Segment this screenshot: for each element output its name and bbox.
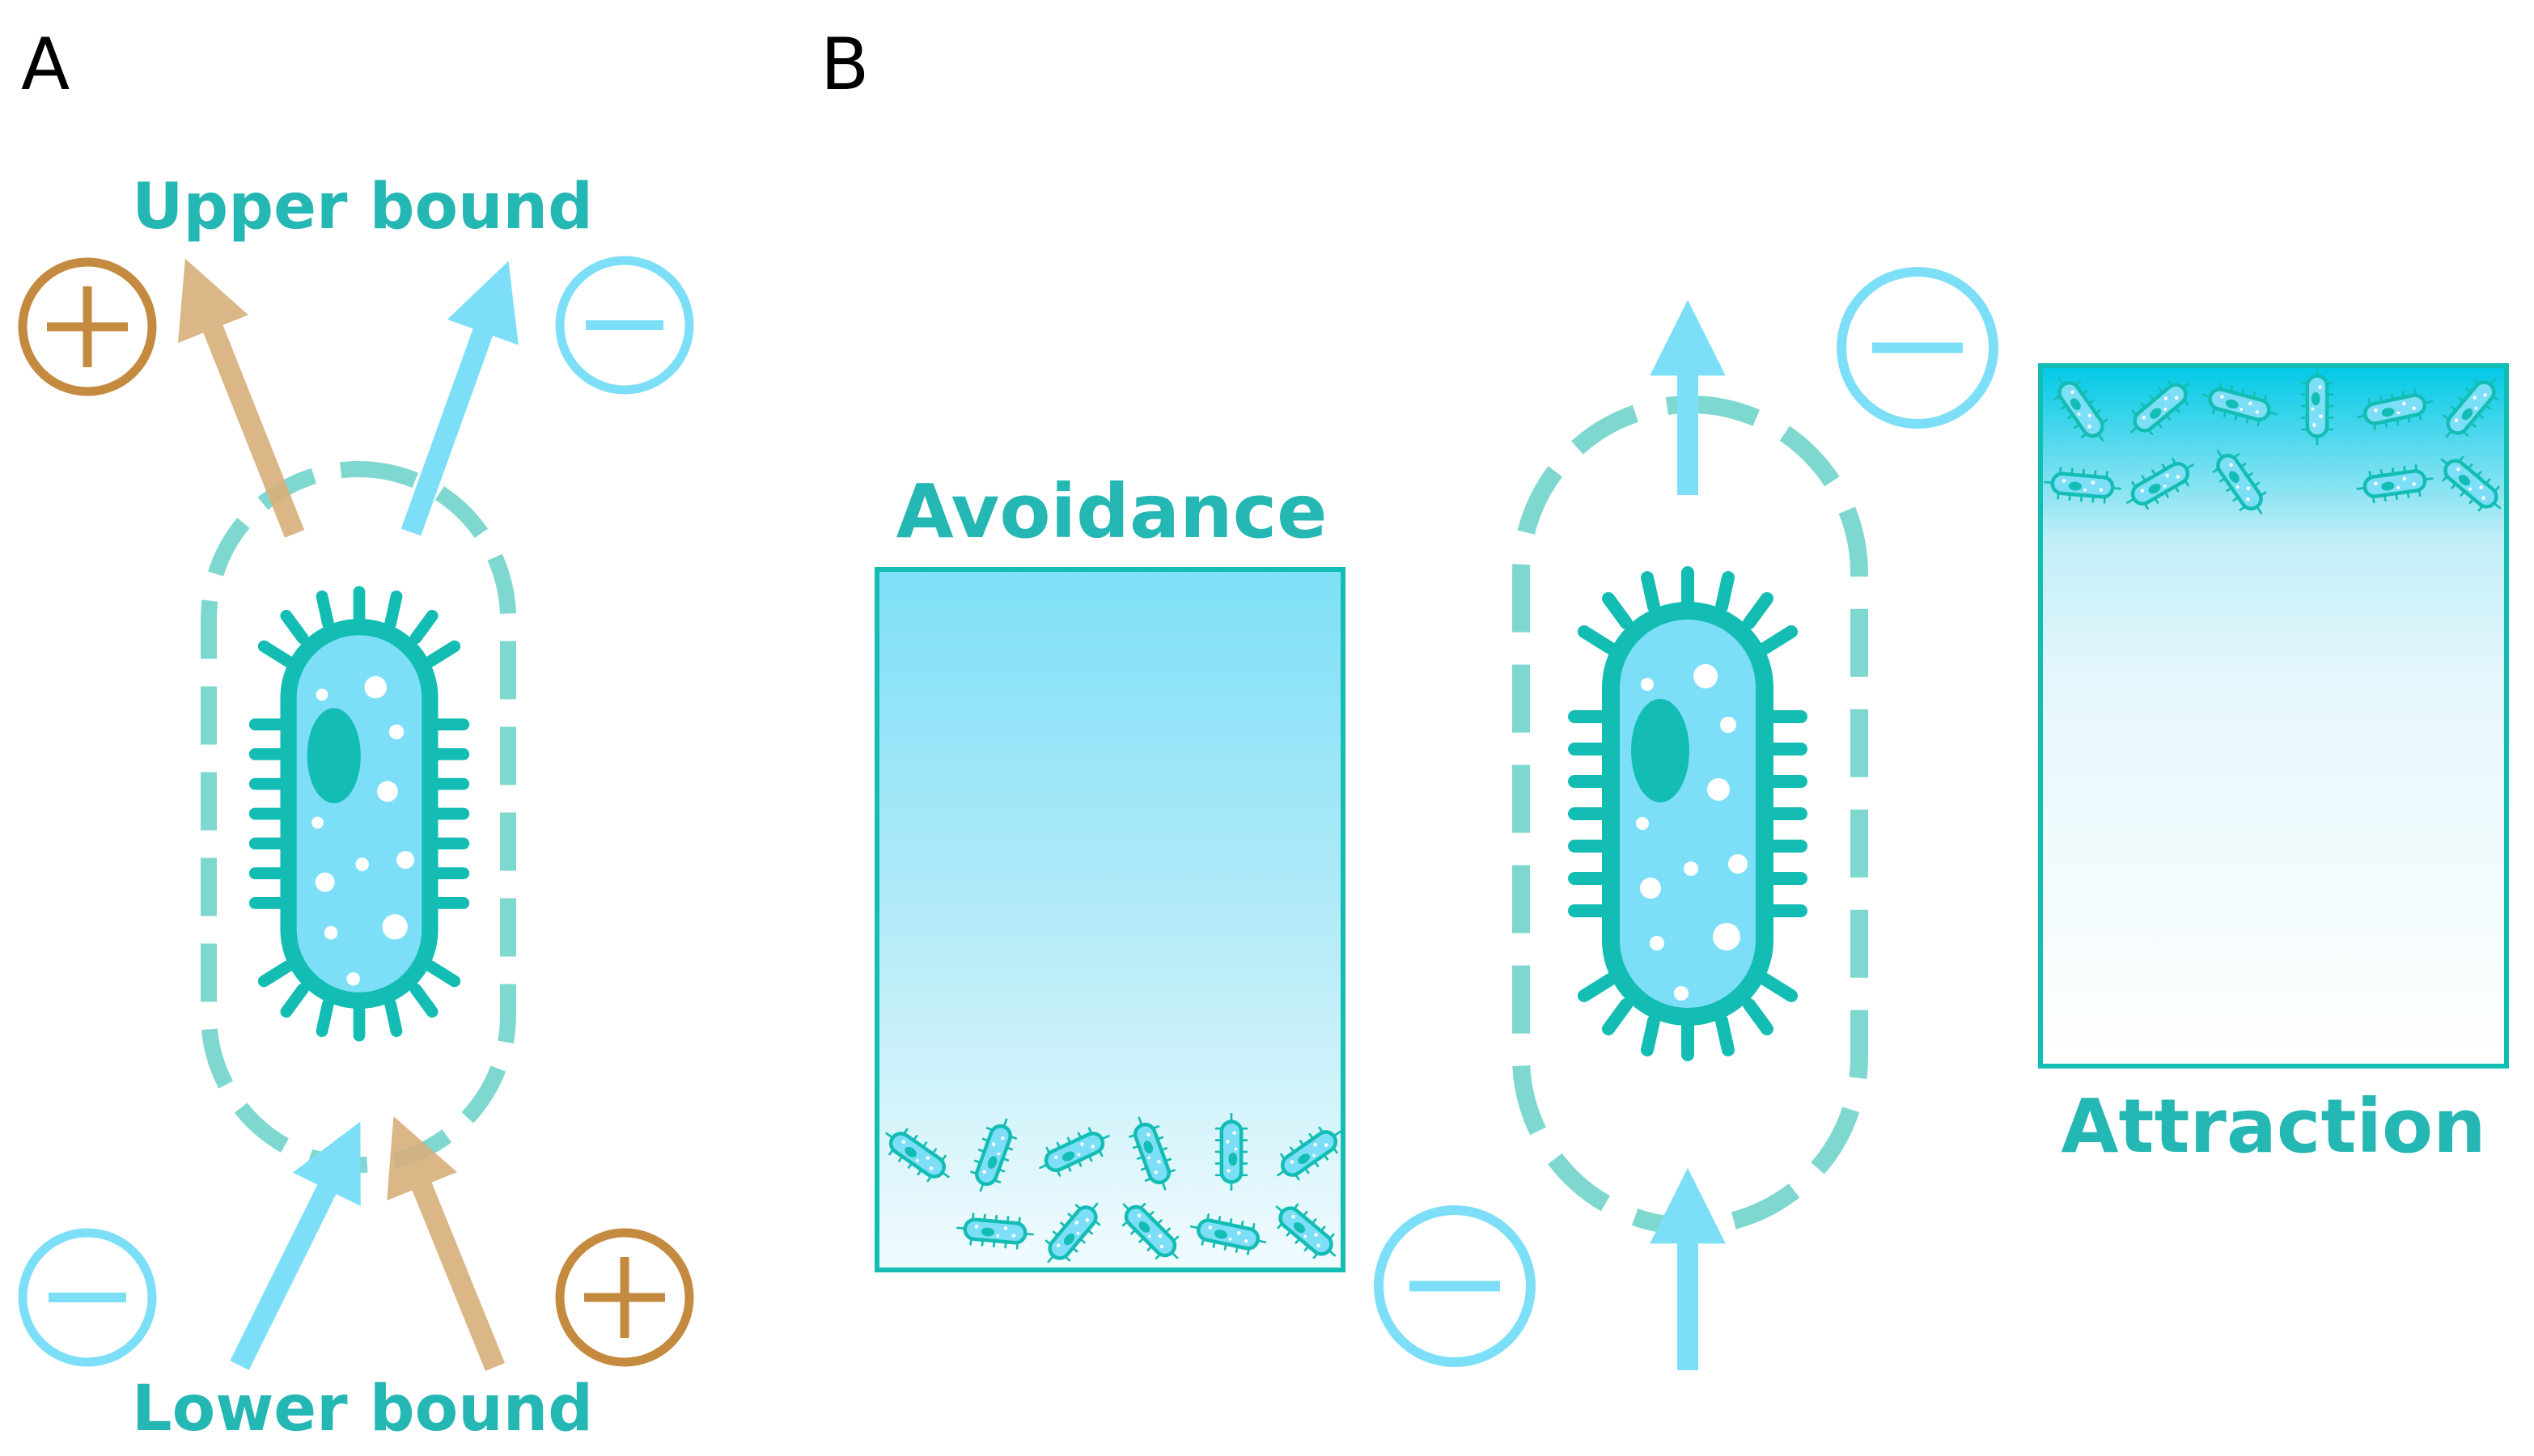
attraction-box bbox=[2038, 363, 2509, 1069]
bacterium-cell bbox=[255, 592, 464, 1035]
avoidance-box bbox=[875, 567, 1345, 1272]
plus-sign-lower bbox=[555, 1228, 694, 1367]
panel-b-letter: B bbox=[820, 23, 869, 106]
arrow-lower-plus bbox=[387, 1115, 506, 1371]
bacterium-cell-b bbox=[1574, 573, 1801, 1055]
arrow-upper-minus bbox=[400, 260, 519, 536]
minus-sign-b-lower bbox=[1374, 1205, 1536, 1367]
plus-sign-upper bbox=[18, 257, 157, 396]
minus-sign-b-upper bbox=[1837, 267, 1998, 429]
panel-b: B Avoidance bbox=[820, 23, 2511, 1370]
minus-sign-lower bbox=[18, 1228, 157, 1367]
panel-a: A Upper bound Lower bound bbox=[18, 23, 694, 1445]
avoidance-label: Avoidance bbox=[896, 468, 1328, 555]
upper-bound-label: Upper bound bbox=[132, 171, 593, 243]
panel-a-letter: A bbox=[21, 23, 70, 106]
arrow-upper-plus bbox=[177, 258, 305, 538]
arrow-lower-minus bbox=[230, 1121, 361, 1370]
attraction-label: Attraction bbox=[2061, 1083, 2485, 1170]
lower-bound-label: Lower bound bbox=[132, 1373, 593, 1445]
minus-sign-upper bbox=[555, 256, 694, 395]
